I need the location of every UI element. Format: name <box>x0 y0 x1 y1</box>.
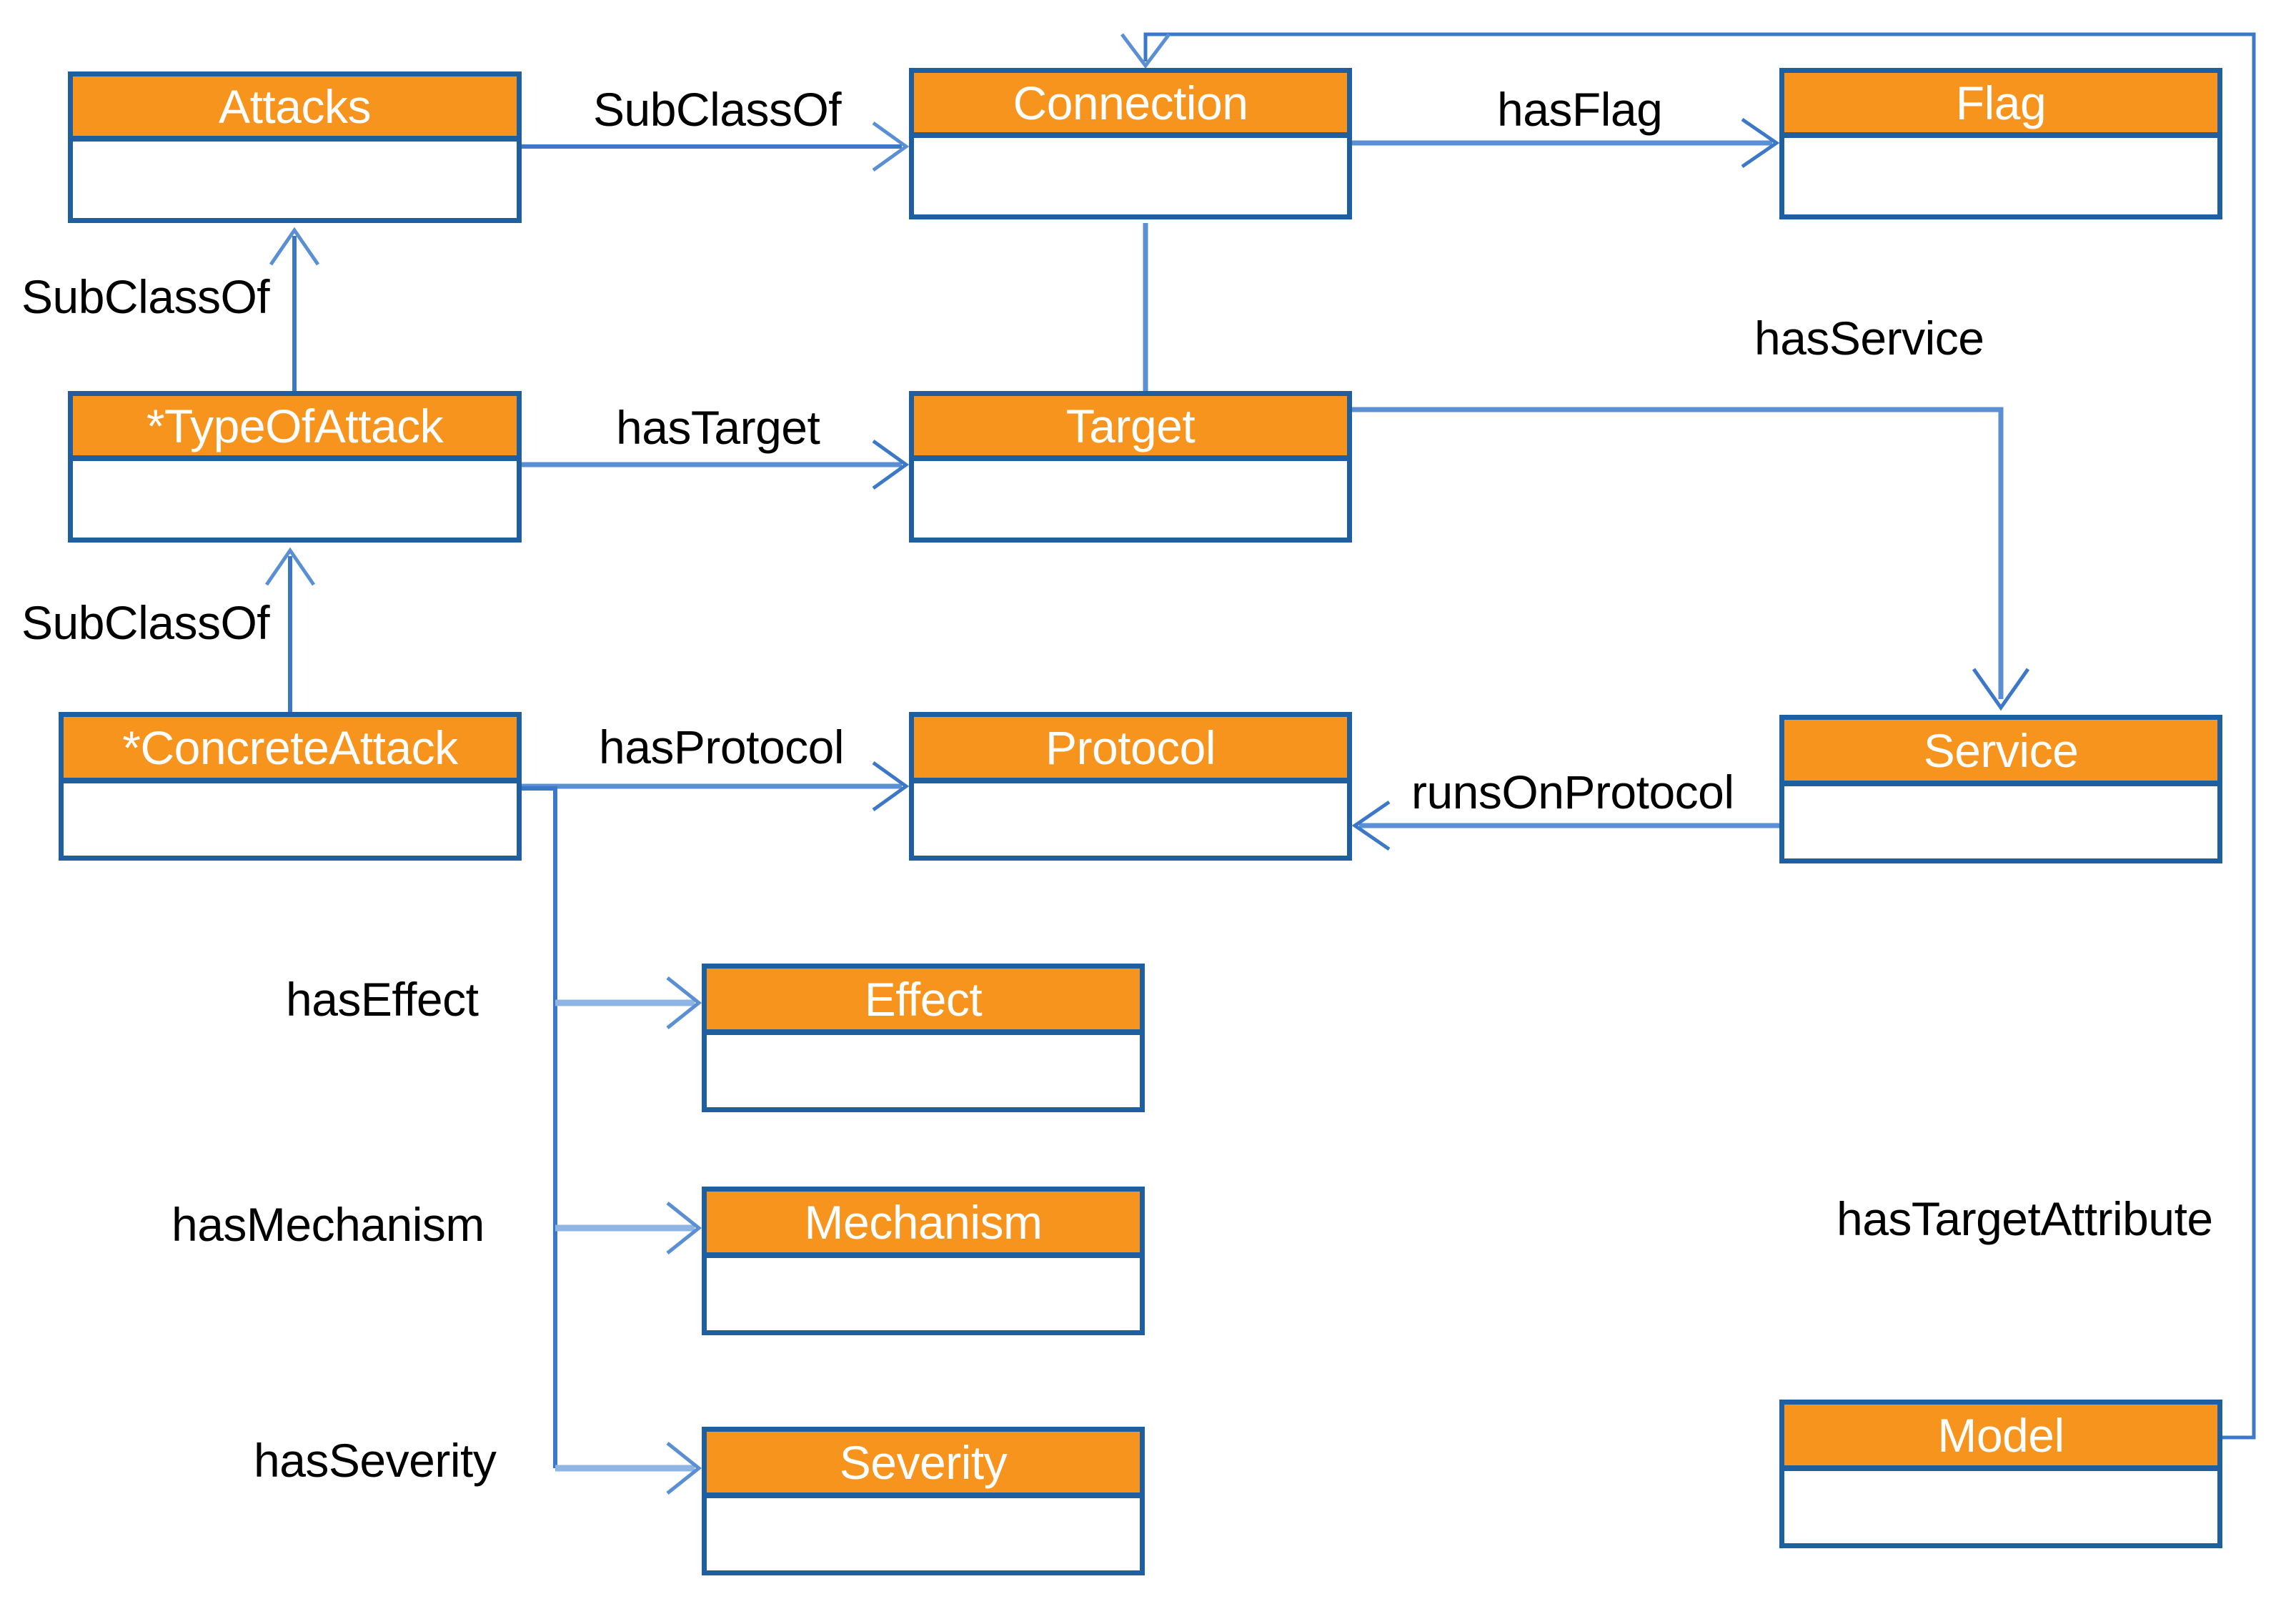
node-severity[interactable]: Severity <box>702 1427 1145 1575</box>
node-concreteattack-header: *ConcreteAttack <box>59 712 522 783</box>
node-flag-label: Flag <box>1955 76 2047 129</box>
edge-label-hasprotocol: hasProtocol <box>599 721 845 773</box>
node-connection-label: Connection <box>1013 76 1248 129</box>
edge-concreteattack-branch-trunk <box>522 786 557 1468</box>
node-service-header: Service <box>1779 715 2222 786</box>
node-target-header: Target <box>909 391 1352 461</box>
edge-typeofattack-subclassof-attacks <box>269 227 320 391</box>
node-model-label: Model <box>1937 1408 2064 1462</box>
edge-concreteattack-hasmechanism-mechanism <box>555 1202 702 1254</box>
edge-label-subclassof-typeofattack: SubClassOf <box>21 270 270 323</box>
node-model[interactable]: Model <box>1779 1400 2222 1548</box>
node-protocol[interactable]: Protocol <box>909 712 1352 861</box>
node-attacks[interactable]: Attacks <box>68 71 522 223</box>
node-model-header: Model <box>1779 1400 2222 1471</box>
node-effect-header: Effect <box>702 964 1145 1035</box>
node-service-body <box>1779 786 2222 863</box>
edge-typeofattack-hastarget-target <box>522 439 910 490</box>
node-typeofattack-header: *TypeOfAttack <box>68 391 522 461</box>
node-protocol-label: Protocol <box>1045 721 1216 774</box>
node-protocol-body <box>909 783 1352 861</box>
edge-label-subclassof-attacks-connection: SubClassOf <box>593 83 842 136</box>
edge-label-hastarget: hasTarget <box>616 401 820 454</box>
node-service-label: Service <box>1923 723 2079 777</box>
edge-concreteattack-hasseverity-severity <box>555 1442 702 1495</box>
node-concreteattack[interactable]: *ConcreteAttack <box>59 712 522 861</box>
edge-label-runsonprotocol: runsOnProtocol <box>1411 766 1734 818</box>
edge-label-hasmechanism: hasMechanism <box>172 1198 484 1251</box>
edge-model-hastargetattribute-connection <box>1120 32 2256 1440</box>
node-effect-label: Effect <box>864 972 983 1026</box>
edge-concreteattack-hasprotocol-protocol <box>522 761 910 812</box>
edge-label-hasseverity: hasSeverity <box>254 1434 497 1487</box>
edge-label-hasservice: hasService <box>1754 312 1984 365</box>
node-typeofattack-body <box>68 461 522 543</box>
node-flag[interactable]: Flag <box>1779 68 2222 219</box>
node-mechanism-body <box>702 1258 1145 1335</box>
node-severity-body <box>702 1498 1145 1575</box>
node-attacks-label: Attacks <box>219 79 371 133</box>
node-typeofattack-label: *TypeOfAttack <box>146 399 444 452</box>
edge-service-runsonprotocol-protocol <box>1351 800 1779 851</box>
node-connection-header: Connection <box>909 68 1352 138</box>
node-severity-header: Severity <box>702 1427 1145 1498</box>
node-concreteattack-body <box>59 783 522 861</box>
node-attacks-header: Attacks <box>68 71 522 142</box>
edge-label-hastargetattribute: hasTargetAttribute <box>1837 1192 2213 1245</box>
node-effect-body <box>702 1035 1145 1112</box>
node-severity-label: Severity <box>839 1435 1008 1489</box>
node-flag-header: Flag <box>1779 68 2222 138</box>
node-mechanism-header: Mechanism <box>702 1187 1145 1258</box>
node-service[interactable]: Service <box>1779 715 2222 863</box>
node-mechanism-label: Mechanism <box>804 1195 1043 1249</box>
edge-label-hasflag: hasFlag <box>1497 83 1663 136</box>
node-target-label: Target <box>1065 399 1196 452</box>
node-connection[interactable]: Connection <box>909 68 1352 219</box>
node-mechanism[interactable]: Mechanism <box>702 1187 1145 1335</box>
node-protocol-header: Protocol <box>909 712 1352 783</box>
edge-connection-hasservice-service <box>1143 223 2030 711</box>
node-effect[interactable]: Effect <box>702 964 1145 1112</box>
node-model-body <box>1779 1471 2222 1548</box>
node-flag-body <box>1779 138 2222 219</box>
node-target[interactable]: Target <box>909 391 1352 543</box>
node-connection-body <box>909 138 1352 219</box>
edge-concreteattack-subclassof-typeofattack <box>264 547 316 712</box>
edge-label-haseffect: hasEffect <box>286 973 479 1026</box>
node-typeofattack[interactable]: *TypeOfAttack <box>68 391 522 543</box>
edge-label-subclassof-concreteattack: SubClassOf <box>21 596 270 649</box>
node-target-body <box>909 461 1352 543</box>
edge-concreteattack-haseffect-effect <box>555 976 702 1029</box>
edge-attacks-subclassof-connection <box>522 121 910 172</box>
edge-connection-hasflag-flag <box>1352 117 1780 169</box>
node-attacks-body <box>68 142 522 223</box>
node-concreteattack-label: *ConcreteAttack <box>122 721 458 774</box>
